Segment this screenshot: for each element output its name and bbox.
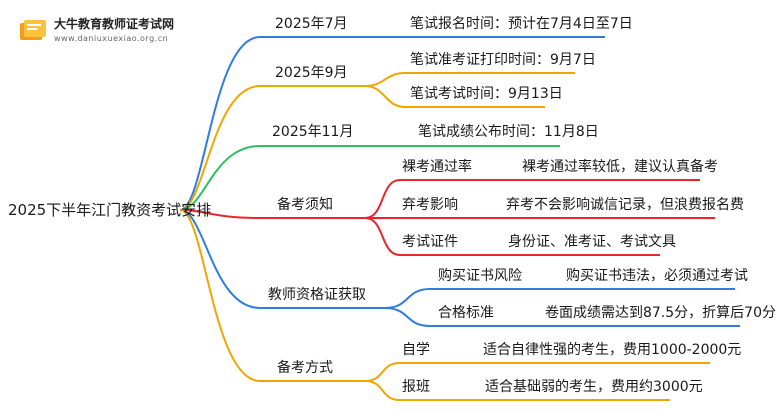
branch-nov-2025: 2025年11月	[272, 124, 354, 140]
site-url: www.daniuxuexiao.org.cn	[54, 34, 169, 43]
node-buy-cert-risk-detail: 购买证书违法，必须通过考试	[566, 268, 748, 284]
branch-prep-methods: 备考方式	[277, 360, 333, 376]
connector-root-b3	[179, 209, 365, 219]
root-topic: 2025下半年江门教资考试安排	[8, 201, 212, 219]
node-training-class-detail: 适合基础弱的考生，费用约3000元	[485, 379, 703, 395]
node-score-release-time: 笔试成绩公布时间：11月8日	[418, 124, 599, 140]
connector-root-b0	[179, 36, 375, 211]
node-exam-documents: 考试证件	[402, 234, 458, 250]
node-exam-time: 笔试考试时间：9月13日	[410, 86, 563, 102]
branch-sep-2025: 2025年9月	[275, 65, 348, 81]
node-pass-rate-detail: 裸考通过率较低，建议认真备考	[522, 159, 718, 175]
node-exam-documents-detail: 身份证、准考证、考试文具	[508, 234, 676, 250]
node-absence-impact-detail: 弃考不会影响诚信记录，但浪费报名费	[506, 197, 744, 213]
connector-b5-c1	[364, 380, 670, 401]
branch-certificate: 教师资格证获取	[268, 287, 366, 303]
mindmap-connectors	[179, 36, 740, 401]
site-name: 大牛教育教师证考试网	[54, 17, 175, 31]
connector-root-b2	[179, 145, 365, 211]
node-absence-impact: 弃考影响	[402, 197, 458, 213]
branch-jul-2025: 2025年7月	[275, 16, 348, 32]
connector-root-b4	[179, 209, 385, 309]
node-self-study-detail: 适合自律性强的考生，费用1000-2000元	[483, 342, 742, 358]
node-pass-standard-detail: 卷面成绩需达到87.5分，折算后70分	[545, 305, 776, 321]
connector-b5-c0	[364, 362, 710, 382]
connector-b1-c0	[364, 72, 575, 87]
branch-exam-notes: 备考须知	[277, 197, 333, 213]
connector-b3-c2	[364, 217, 660, 256]
node-pass-rate: 裸考通过率	[402, 159, 472, 175]
node-buy-cert-risk: 购买证书风险	[438, 268, 522, 284]
connector-b4-c1	[384, 307, 740, 327]
connector-b1-c1	[364, 85, 545, 108]
connector-root-b5	[179, 209, 365, 382]
node-pass-standard: 合格标准	[438, 305, 494, 321]
node-admission-print-time: 笔试准考证打印时间：9月7日	[410, 52, 596, 68]
connector-b3-c0	[364, 179, 700, 219]
node-self-study: 自学	[402, 342, 430, 358]
node-training-class: 报班	[402, 379, 430, 395]
connector-root-b1	[179, 85, 365, 211]
connector-b4-c0	[384, 288, 735, 309]
book-logo-icon	[18, 18, 48, 44]
node-registration-time: 笔试报名时间：预计在7月4日至7日	[410, 16, 633, 32]
